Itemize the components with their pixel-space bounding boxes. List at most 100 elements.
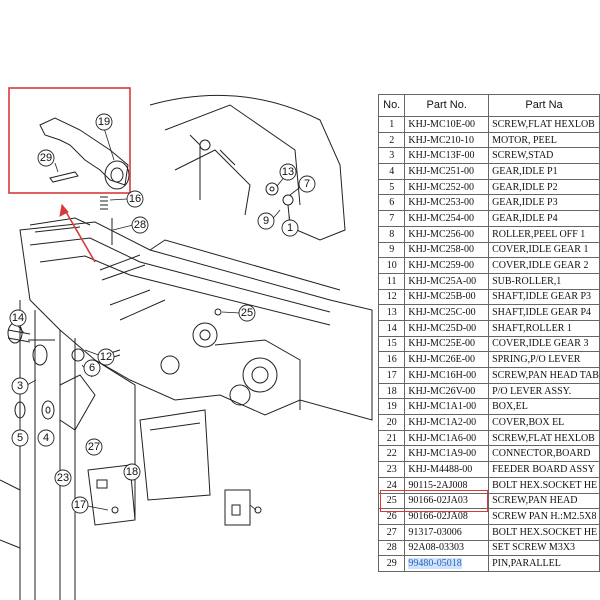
row-part-no-cell: KHJ-MC13F-00 [404,147,490,165]
row-no-cell: 26 [377,508,406,525]
row-part-name-cell: BOX,EL [488,398,600,416]
callout-25: 25 [241,307,253,319]
row-part-no-cell: KHJ-MC25B-00 [404,288,490,306]
row-no-cell: 12 [377,288,406,306]
row-part-name-cell: SCREW,PAN HEAD [488,492,600,510]
row-part-no-cell: 92A08-03303 [404,539,490,557]
row-part-name-cell: SCREW,PAN HEAD TAB [488,367,600,384]
row-no-cell: 22 [377,445,406,463]
row-no-cell: 3 [377,147,406,165]
row-part-no-cell: 90115-2AJ008 [404,476,490,494]
row-part-no-cell: KHJ-MC259-00 [404,257,490,274]
row-no-cell: 9 [377,241,406,259]
row-part-name-cell: COVER,IDLE GEAR 3 [488,335,600,353]
row-part-name-cell: ROLLER,PEEL OFF 1 [488,225,600,243]
row-part-name-cell: COVER,IDLE GEAR 1 [488,241,600,259]
row-no-cell: 8 [377,225,406,243]
highlight-arrow [61,204,96,263]
row-part-no-cell: KHJ-MC1A9-00 [404,445,490,463]
callout-16: 16 [129,193,141,205]
row-part-no-cell: KHJ-MC252-00 [404,178,490,196]
row-part-name-cell: SPRING,P/O LEVER [488,351,600,368]
selected-part-number[interactable]: 99480-05018 [408,558,462,570]
row-part-no-cell: 90166-02JA03 [404,492,490,510]
row-part-no-cell: KHJ-MC258-00 [404,241,490,259]
callout-23: 23 [57,472,69,484]
row-no-cell: 18 [377,382,406,400]
row-no-cell: 6 [377,194,406,212]
callout-14: 14 [12,312,24,324]
row-part-no-cell: KHJ-MC254-00 [404,210,490,227]
callout-19: 18 [126,466,138,478]
row-part-no-cell: KHJ-MC25D-00 [404,319,490,337]
callout-28: 28 [134,219,146,231]
row-no-cell: 25 [377,492,406,510]
callout-1: 1 [287,222,293,234]
highlight-arrowhead [59,203,69,217]
row-no-cell: 13 [377,304,406,321]
row-part-no-cell: KHJ-MC1A1-00 [404,398,490,416]
exploded-view-drawing: 19 29 16 28 13 7 9 1 25 12 6 14 3 5 4 27… [0,87,373,600]
row-part-no-cell: 91317-03006 [404,523,490,541]
row-no-cell: 20 [377,414,406,431]
callout-6: 6 [89,362,95,374]
callout-3: 3 [17,380,23,392]
row-part-no-cell: KHJ-MC16H-00 [404,367,490,384]
row-part-no-cell: KHJ-MC25E-00 [404,335,490,353]
table-header-row: No. Part No. Part Na [377,94,600,117]
row-part-name-cell: SHAFT,ROLLER 1 [488,319,600,337]
row-part-no-cell: KHJ-MC1A6-00 [404,429,490,447]
row-no-cell: 5 [377,178,406,196]
row-part-no-cell: 90166-02JA08 [404,508,490,525]
row-no-cell: 27 [377,523,406,541]
row-part-name-cell: COVER,BOX EL [488,414,600,431]
row-part-no-cell: 99480-05018 [404,555,490,572]
callout-4: 4 [43,432,49,444]
row-no-cell: 17 [377,367,406,384]
row-part-no-cell: KHJ-MC253-00 [404,194,490,212]
row-no-cell: 2 [377,131,406,149]
row-part-name-cell: SCREW,STAD [488,147,600,165]
row-no-cell: 11 [377,272,406,290]
column-header-no: No. [377,94,406,117]
row-part-name-cell: FEEDER BOARD ASSY [488,461,600,478]
row-part-no-cell: KHJ-MC256-00 [404,225,490,243]
row-part-name-cell: SHAFT,IDLE GEAR P3 [488,288,600,306]
row-part-name-cell: GEAR,IDLE P4 [488,210,600,227]
row-part-name-cell: SUB-ROLLER,1 [488,272,600,290]
callout-5: 5 [17,432,23,444]
row-no-cell: 10 [377,257,406,274]
row-part-name-cell: COVER,IDLE GEAR 2 [488,257,600,274]
row-part-no-cell: KHJ-MC10E-00 [404,116,490,133]
row-no-cell: 4 [377,163,406,180]
row-part-name-cell: SCREW,FLAT HEXLOB [488,429,600,447]
column-header-part-no: Part No. [404,94,490,117]
row-part-name-cell: BOLT HEX.SOCKET HE [488,476,600,494]
row-part-no-cell: KHJ-M4488-00 [404,461,490,478]
row-part-name-cell: SCREW,FLAT HEXLOB [488,116,600,133]
callout-9: 9 [263,215,269,227]
row-no-cell: 15 [377,335,406,353]
callout-13: 13 [282,166,294,178]
